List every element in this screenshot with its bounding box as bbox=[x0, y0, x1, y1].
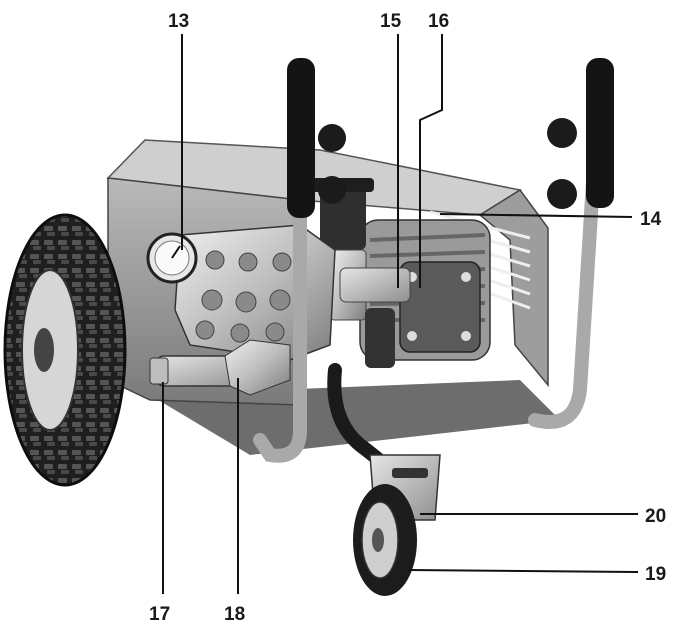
leader-16 bbox=[419, 34, 443, 288]
handle-knobs bbox=[318, 118, 577, 209]
callout-19: 19 bbox=[645, 564, 666, 585]
callout-20: 20 bbox=[645, 506, 666, 527]
callout-15: 15 bbox=[380, 11, 402, 32]
pressure-gauge bbox=[146, 232, 198, 284]
callout-16: 16 bbox=[428, 11, 449, 32]
leader-14 bbox=[439, 213, 633, 218]
leader-19 bbox=[407, 569, 639, 573]
callout-17: 17 bbox=[149, 604, 170, 625]
callout-labels: 13 15 16 14 20 19 17 18 bbox=[149, 11, 666, 625]
callout-18: 18 bbox=[224, 604, 245, 625]
push-handle bbox=[253, 58, 614, 463]
machine-illustration bbox=[3, 58, 614, 596]
leader-lines bbox=[162, 34, 639, 594]
water-inlet-fitting bbox=[149, 339, 291, 396]
large-wheel bbox=[3, 213, 127, 487]
callout-14: 14 bbox=[640, 209, 662, 230]
callout-13: 13 bbox=[168, 11, 189, 32]
swivel-castor bbox=[353, 454, 441, 596]
electric-motor bbox=[359, 219, 491, 361]
